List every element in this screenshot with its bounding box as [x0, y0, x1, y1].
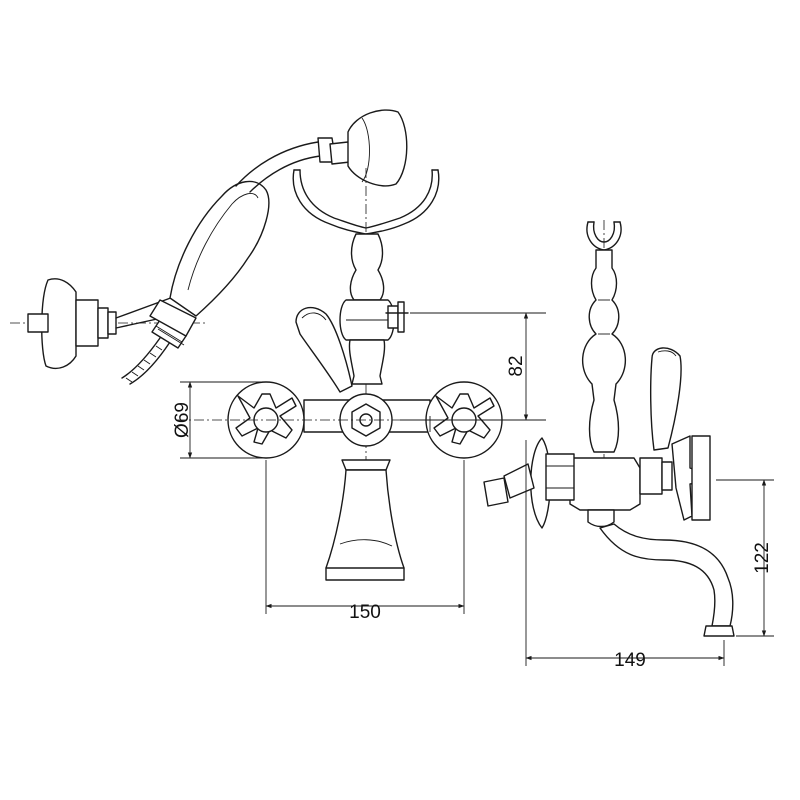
- dim-label-149: 149: [614, 650, 646, 671]
- dimension-labels: 82 Ø69 150 122 149: [172, 355, 773, 671]
- dim-label-diameter-69: Ø69: [172, 402, 193, 438]
- dim-label-150: 150: [349, 602, 381, 623]
- hand-shower: [121, 109, 408, 385]
- mixer-front-view: [227, 168, 503, 581]
- wall-hose-connector: [10, 278, 205, 370]
- dim-label-82: 82: [506, 355, 527, 376]
- dimension-lines: [176, 312, 774, 666]
- dim-label-122: 122: [752, 542, 773, 574]
- mixer-side-view: [483, 220, 735, 637]
